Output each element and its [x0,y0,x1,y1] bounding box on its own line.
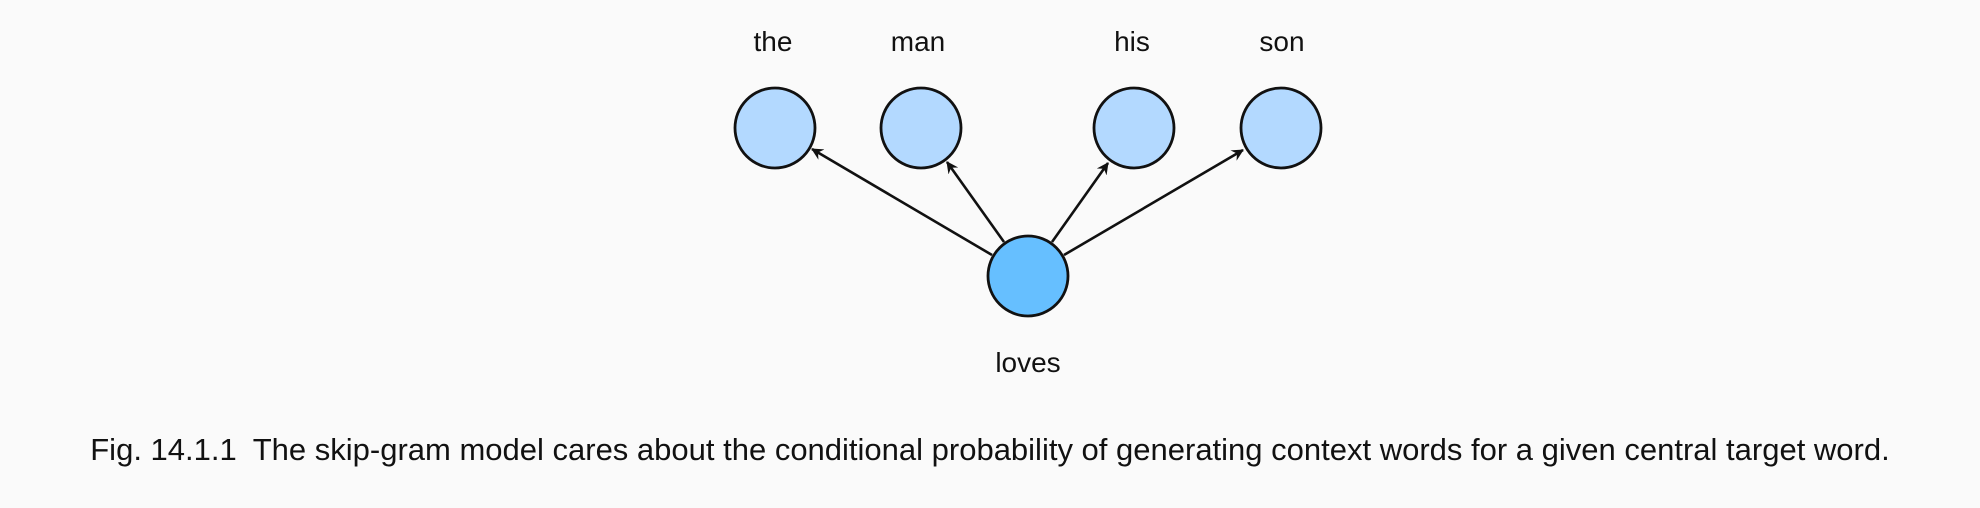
context-node-the: the [733,26,817,170]
context-node-man: man [879,26,963,170]
context-word-label: the [754,26,793,57]
edge-loves-son [1063,148,1244,257]
context-word-label: son [1259,26,1304,57]
context-node-son: son [1239,26,1323,170]
center-word-label: loves [995,347,1060,378]
edge-loves-man [945,161,1006,243]
edge-loves-his [1050,162,1110,243]
skip-gram-diagram: the man his son loves [733,26,1323,378]
edges [811,147,1244,257]
center-node-loves: loves [986,234,1070,378]
context-word-label: man [891,26,945,57]
context-node-his: his [1092,26,1176,170]
center-node-circle [986,234,1070,318]
context-node-circle [1239,86,1323,170]
figure-number: Fig. 14.1.1 [90,432,237,467]
context-word-label: his [1114,26,1150,57]
context-node-circle [733,86,817,170]
figure-caption: Fig. 14.1.1 The skip-gram model cares abo… [0,432,1980,468]
edge-loves-the [811,147,993,257]
caption-text: The skip-gram model cares about the cond… [252,432,1890,467]
context-node-circle [1092,86,1176,170]
context-node-circle [879,86,963,170]
